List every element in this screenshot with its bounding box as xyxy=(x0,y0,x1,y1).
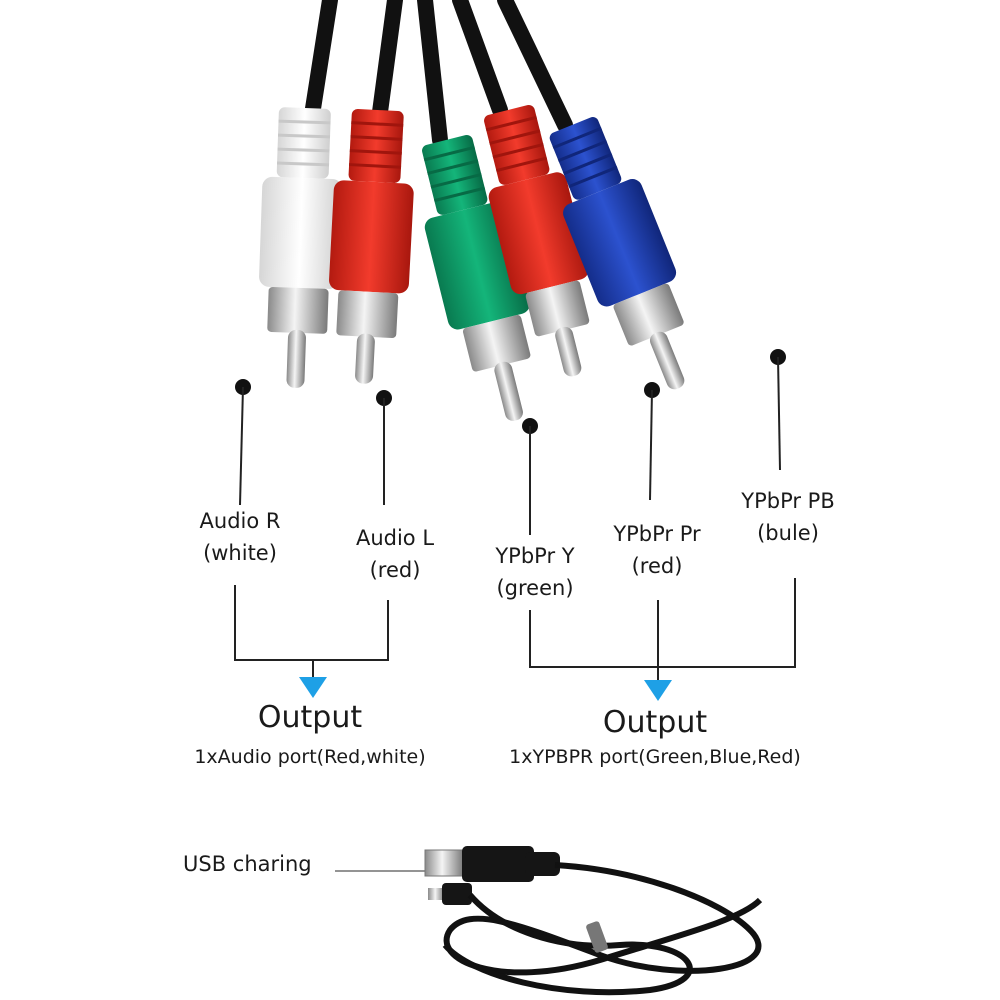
label-ypbpr-pr: YPbPr Pr(red) xyxy=(613,522,701,578)
cable-bundle xyxy=(304,0,573,148)
arrow-icons xyxy=(299,677,672,701)
usb-cable xyxy=(335,846,763,996)
plug-ypbpr-pb xyxy=(549,117,685,390)
plug-audio-r xyxy=(259,107,343,388)
output-audio-title: Output xyxy=(257,700,363,735)
output-video-title: Output xyxy=(602,705,708,740)
label-audio-l: Audio L(red) xyxy=(355,526,435,582)
label-ypbpr-y: YPbPr Y(green) xyxy=(495,544,575,600)
output-video-subtitle: 1xYPBPR port(Green,Blue,Red) xyxy=(509,746,801,768)
label-ypbpr-pb: YPbPr PB(bule) xyxy=(741,489,835,545)
down-arrow-icon xyxy=(299,677,327,698)
output-audio-subtitle: 1xAudio port(Red,white) xyxy=(194,746,426,768)
usb-label: USB charing xyxy=(183,852,312,876)
plug-ypbpr-pr xyxy=(484,104,590,377)
plug-audio-l xyxy=(329,108,414,384)
down-arrow-icon xyxy=(644,680,672,701)
label-audio-r: Audio R(white) xyxy=(199,509,281,565)
callout-lines xyxy=(234,356,796,680)
